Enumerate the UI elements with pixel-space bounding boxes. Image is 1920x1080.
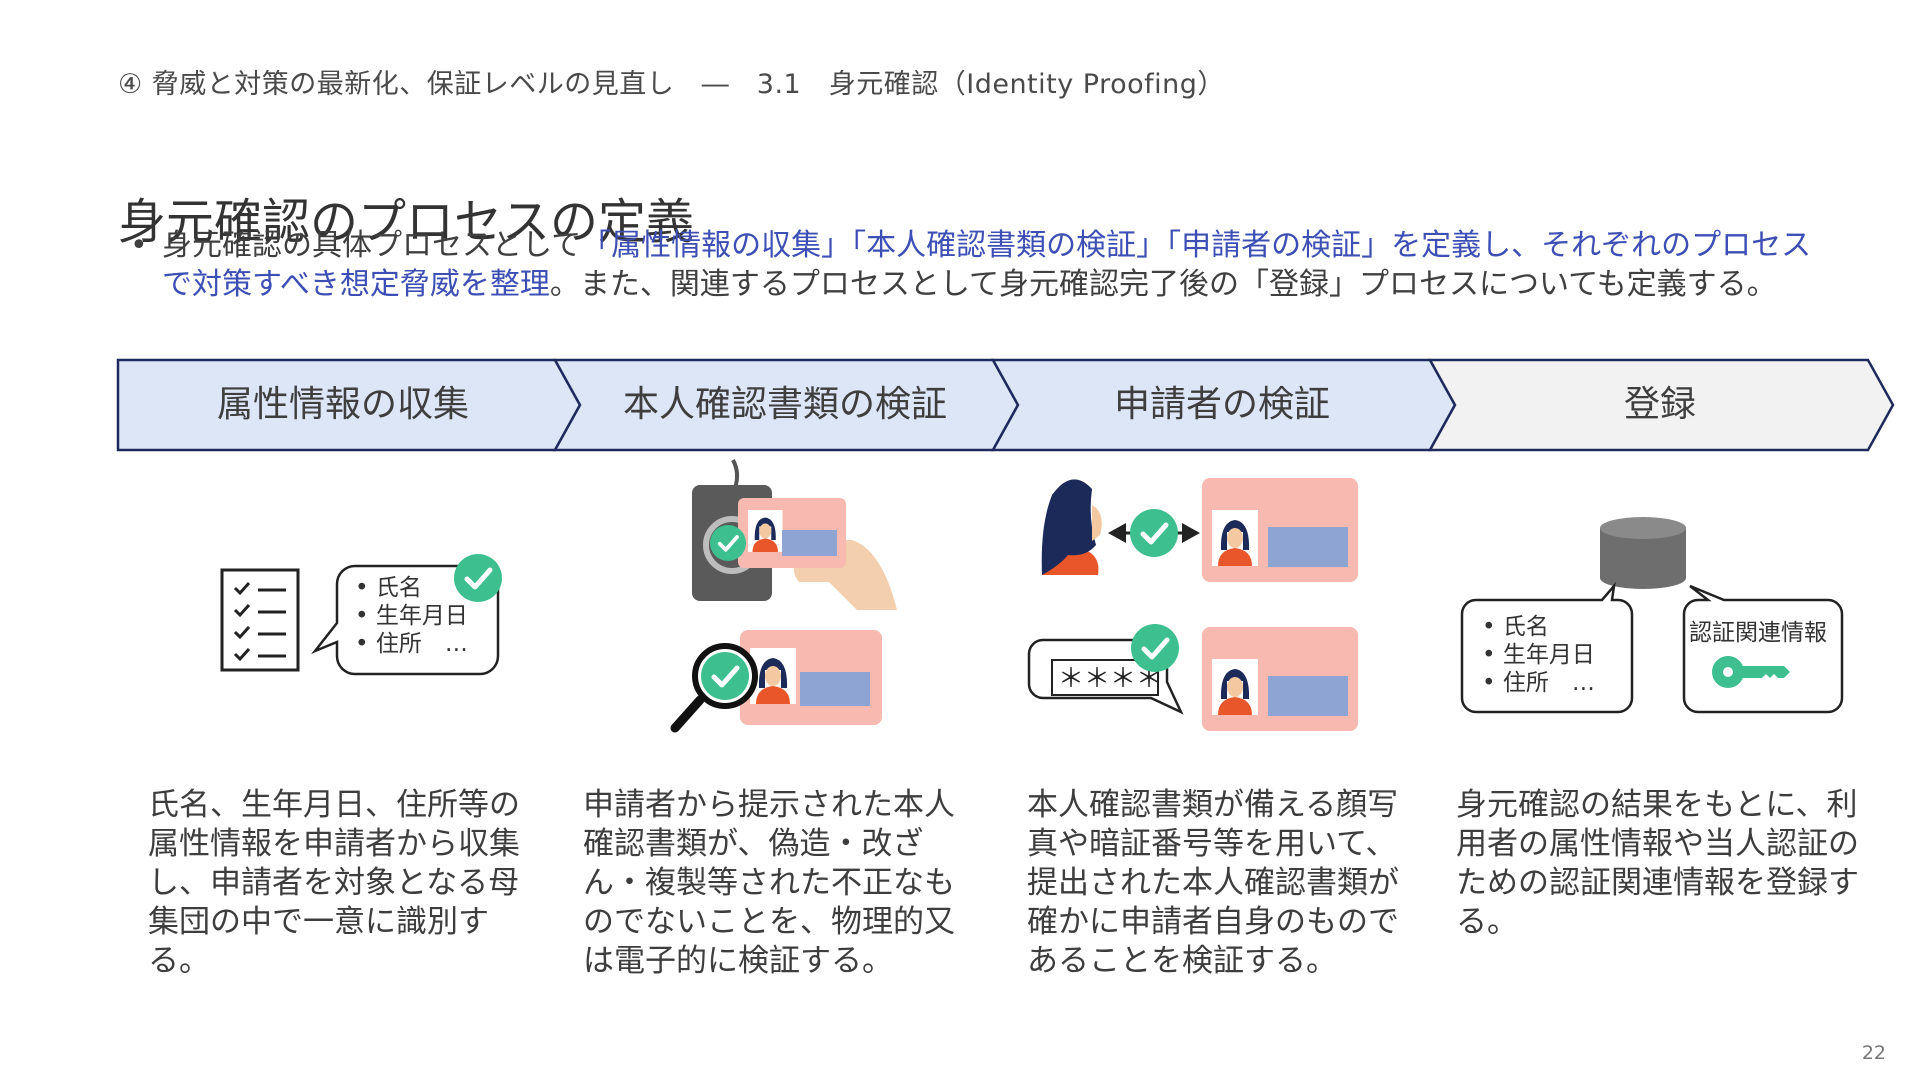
check-icon bbox=[1131, 624, 1179, 672]
applicant-icon bbox=[1042, 479, 1102, 575]
step-description-3: 本人確認書類が備える顔写真や暗証番号等を用いて、提出された本人確認書類が確かに申… bbox=[1027, 786, 1427, 981]
registered-attributes-bubble: • 氏名 • 生年月日 • 住所 … bbox=[1462, 586, 1632, 712]
database-icon bbox=[1600, 517, 1686, 589]
id-card-in-reader bbox=[738, 498, 846, 568]
id-card-inspected bbox=[740, 630, 882, 725]
step-description-2: 申請者から提示された本人確認書類が、偽造・改ざん・複製等された不正なものでないこ… bbox=[583, 786, 983, 981]
checklist-icon bbox=[222, 570, 298, 670]
check-icon bbox=[454, 554, 502, 602]
step-description-4: 身元確認の結果をもとに、利用者の属性情報や当人認証のための認証関連情報を登録する… bbox=[1456, 786, 1861, 942]
attr-item-1: • 氏名 bbox=[355, 575, 422, 601]
auth-info-label: 認証関連情報 bbox=[1689, 620, 1827, 646]
auth-info-bubble: 認証関連情報 bbox=[1684, 586, 1842, 712]
attr-item-3: • 住所 … bbox=[355, 631, 468, 657]
reg-item-2: • 生年月日 bbox=[1482, 642, 1595, 668]
reg-item-1: • 氏名 bbox=[1482, 614, 1549, 640]
step-description-1: 氏名、生年月日、住所等の属性情報を申請者から収集し、申請者を対象となる母集団の中… bbox=[148, 786, 548, 981]
id-card-pin bbox=[1202, 627, 1358, 731]
attr-item-2: • 生年月日 bbox=[355, 603, 468, 629]
page-number: 22 bbox=[1862, 1042, 1886, 1064]
id-card-photo bbox=[1202, 478, 1358, 582]
check-icon bbox=[701, 652, 749, 700]
reg-item-3: • 住所 … bbox=[1482, 670, 1595, 696]
check-icon bbox=[710, 525, 746, 561]
check-icon bbox=[1130, 509, 1178, 557]
